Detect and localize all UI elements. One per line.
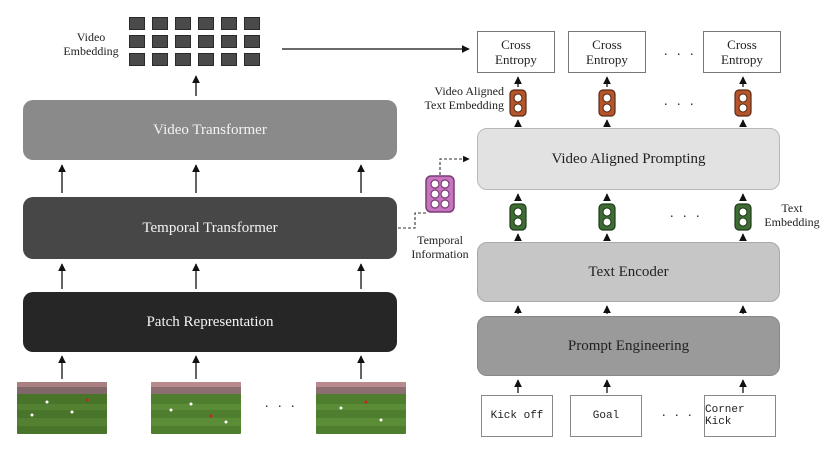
embedding-cell: [198, 35, 214, 48]
class-prompt-corner-kick: Corner Kick: [704, 395, 776, 437]
prompt-engineering-block: Prompt Engineering: [477, 316, 780, 376]
aligned-token-3: [734, 89, 752, 117]
embedding-cell: [175, 53, 191, 66]
cross-entropy-ellipsis: . . .: [664, 44, 697, 59]
embedding-cell: [129, 17, 145, 30]
aligned-ellipsis: . . .: [664, 94, 697, 109]
dashed-temporal-to-token: [398, 212, 428, 229]
embedding-cell: [221, 35, 237, 48]
video-frame-1: [17, 382, 107, 434]
video-frame-2: [151, 382, 241, 434]
class-ellipsis: . . .: [662, 405, 695, 420]
video-embedding-label: Video Embedding: [63, 30, 119, 58]
cross-entropy-box-1: Cross Entropy: [477, 31, 555, 73]
class-prompt-goal: Goal: [570, 395, 642, 437]
text-ellipsis: . . .: [670, 206, 703, 221]
embedding-cell: [198, 53, 214, 66]
embedding-cell: [244, 53, 260, 66]
text-token-1: [509, 203, 527, 231]
embedding-cell: [221, 17, 237, 30]
embedding-cell: [129, 35, 145, 48]
embedding-cell: [152, 35, 168, 48]
embedding-cell: [244, 35, 260, 48]
video-embedding-grid: [129, 17, 261, 71]
video-frame-3: [316, 382, 406, 434]
embedding-cell: [129, 53, 145, 66]
embedding-cell: [221, 53, 237, 66]
video-transformer-block: Video Transformer: [23, 100, 397, 160]
embedding-cell: [175, 17, 191, 30]
aligned-token-2: [598, 89, 616, 117]
temporal-information-label: Temporal Information: [411, 233, 469, 261]
patch-representation-block: Patch Representation: [23, 292, 397, 352]
text-token-2: [598, 203, 616, 231]
video-aligned-text-embedding-label: Video Aligned Text Embedding: [424, 84, 504, 112]
text-token-3: [734, 203, 752, 231]
video-aligned-prompting-block: Video Aligned Prompting: [477, 128, 780, 190]
embedding-cell: [152, 17, 168, 30]
embedding-cell: [175, 35, 191, 48]
embedding-cell: [244, 17, 260, 30]
embedding-cell: [152, 53, 168, 66]
class-prompt-kick-off: Kick off: [481, 395, 553, 437]
frames-ellipsis: . . .: [265, 396, 298, 411]
text-embedding-label: Text Embedding: [764, 201, 820, 229]
cross-entropy-box-2: Cross Entropy: [568, 31, 646, 73]
embedding-cell: [198, 17, 214, 30]
temporal-transformer-block: Temporal Transformer: [23, 197, 397, 259]
cross-entropy-box-3: Cross Entropy: [703, 31, 781, 73]
temporal-token: [425, 175, 455, 213]
text-encoder-block: Text Encoder: [477, 242, 780, 302]
aligned-token-1: [509, 89, 527, 117]
dashed-token-to-vap: [439, 155, 470, 175]
